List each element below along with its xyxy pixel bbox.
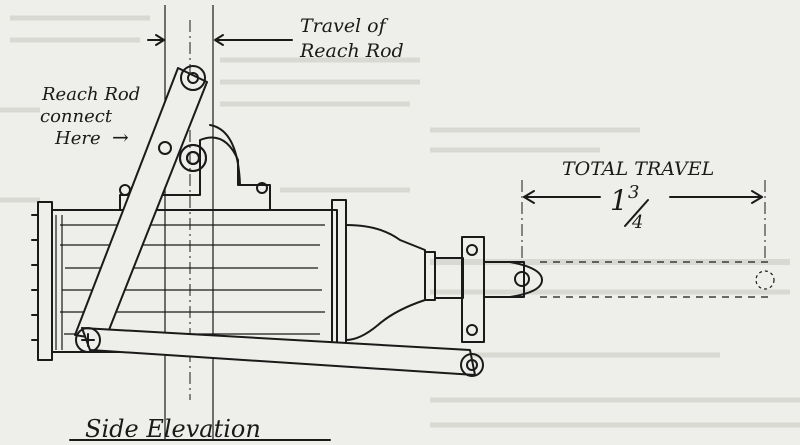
piston-rod-assembly	[345, 224, 543, 343]
reach-rod-connect-label-line2: connect	[40, 106, 113, 127]
reach-rod-travel-dimension	[147, 5, 293, 440]
linkage-arms	[74, 65, 484, 377]
total-travel-numerator: 3	[628, 182, 639, 203]
total-travel-label: TOTAL TRAVEL	[562, 158, 714, 180]
travel-projection	[521, 180, 775, 298]
side-elevation-caption: Side Elevation	[85, 415, 261, 443]
total-travel-denominator: 4	[631, 212, 643, 233]
reach-rod-connect-label-line3: Here	[54, 128, 101, 149]
reach-rod-connect-arrow: →	[112, 125, 129, 149]
travel-of-reach-rod-label-line2: Reach Rod	[299, 40, 404, 62]
travel-of-reach-rod-label-line1: Travel of	[300, 15, 389, 37]
reach-rod-connect-label-line1: Reach Rod	[41, 84, 140, 105]
total-travel-dimension	[523, 190, 763, 204]
total-travel-whole: 1	[610, 184, 628, 217]
